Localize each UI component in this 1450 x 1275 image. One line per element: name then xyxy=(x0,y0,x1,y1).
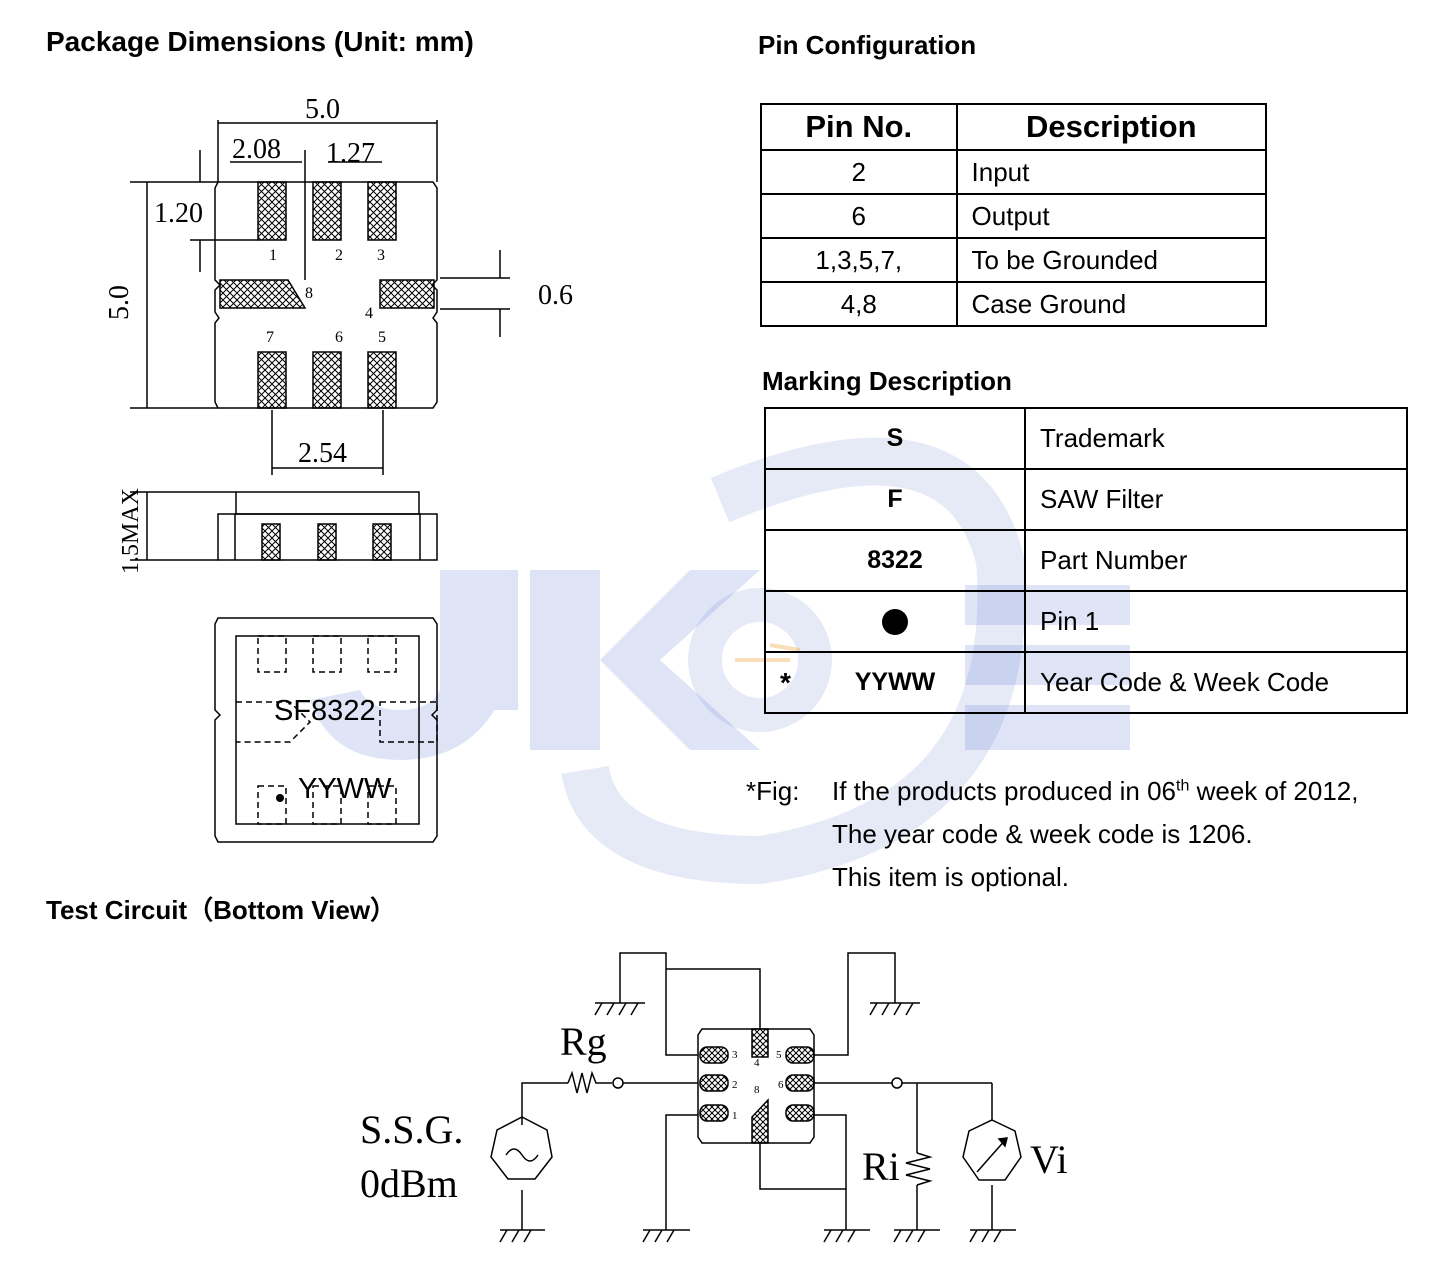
col-description: Description xyxy=(955,103,1268,151)
circuit-pin-1: 1 xyxy=(732,1110,738,1122)
vi-label: Vi xyxy=(1030,1137,1068,1182)
test-circuit-diagram: Rg S.S.G. 0dBm Ri Vi 1 2 3 4 5 6 8 xyxy=(360,952,1068,1243)
circuit-pin-3: 3 xyxy=(732,1049,738,1061)
table-row: 6 Output xyxy=(760,193,1268,239)
col-pin-no: Pin No. xyxy=(760,103,958,151)
marking-desc: Trademark xyxy=(1024,407,1408,470)
dim-width: 5.0 xyxy=(305,94,340,125)
source-label-2: 0dBm xyxy=(360,1161,458,1206)
pin-configuration-heading: Pin Configuration xyxy=(758,30,977,60)
pin-label-3: 3 xyxy=(377,247,385,264)
dim-max-height: 1.5MAX xyxy=(118,488,144,574)
circuit-pin-8: 8 xyxy=(754,1084,760,1096)
pin-no: 2 xyxy=(760,149,958,195)
marking-key: * YYWW xyxy=(764,651,1026,714)
pin-no: 6 xyxy=(760,193,958,239)
table-row: Pin 1 xyxy=(764,590,1408,653)
marking-desc: SAW Filter xyxy=(1024,468,1408,531)
marking-key: 8322 xyxy=(764,529,1026,592)
marking-key: S xyxy=(764,407,1026,470)
marking-key: F xyxy=(764,468,1026,531)
rg-label: Rg xyxy=(560,1019,607,1064)
pin-desc: Case Ground xyxy=(955,281,1268,327)
dim-2-54: 2.54 xyxy=(298,438,347,469)
test-circuit-heading: Test Circuit（Bottom View） xyxy=(46,895,397,925)
dim-height: 5.0 xyxy=(104,285,135,320)
pin-label-7: 7 xyxy=(266,329,274,346)
pin-label-1: 1 xyxy=(269,247,277,264)
ri-label: Ri xyxy=(862,1144,900,1189)
marking-desc: Part Number xyxy=(1024,529,1408,592)
pin-desc: To be Grounded xyxy=(955,237,1268,283)
marking-part: SF8322 xyxy=(274,695,376,727)
pin-configuration-table: Pin No. Description 2 Input 6 Output 1,3… xyxy=(760,103,1268,327)
table-row: * YYWW Year Code & Week Code xyxy=(764,651,1408,714)
source-label-1: S.S.G. xyxy=(360,1107,463,1152)
pin-no: 1,3,5,7, xyxy=(760,237,958,283)
dim-2-08: 2.08 xyxy=(232,134,281,165)
table-row: 2 Input xyxy=(760,149,1268,195)
circuit-pin-5: 5 xyxy=(776,1049,782,1061)
pin-no: 4,8 xyxy=(760,281,958,327)
marking-code: YYWW xyxy=(298,773,392,805)
pin-label-5: 5 xyxy=(378,329,386,346)
circuit-pin-6: 6 xyxy=(778,1079,784,1091)
marking-desc: Year Code & Week Code xyxy=(1024,651,1408,714)
pin-desc: Input xyxy=(955,149,1268,195)
circuit-pin-4: 4 xyxy=(754,1057,760,1069)
pin1-dot-icon xyxy=(882,609,908,636)
marking-desc: Pin 1 xyxy=(1024,590,1408,653)
circuit-pin-2: 2 xyxy=(732,1079,738,1091)
pin-label-4: 4 xyxy=(365,305,373,322)
note-line2: The year code & week code is 1206. xyxy=(832,818,1253,849)
package-dimension-drawing: 5.0 2.08 1.27 1.20 0.6 2.54 5.0 1.5MAX 1… xyxy=(104,94,573,843)
pin-label-6: 6 xyxy=(335,329,343,346)
dim-1-27: 1.27 xyxy=(326,138,375,169)
note-line1: If the products produced in 06th week of… xyxy=(832,775,1359,806)
marking-description-heading: Marking Description xyxy=(762,366,1012,396)
marking-note: *Fig: If the products produced in 06th we… xyxy=(746,764,1436,899)
pin-desc: Output xyxy=(955,193,1268,239)
dim-1-20: 1.20 xyxy=(154,198,203,229)
pin-label-2: 2 xyxy=(335,247,343,264)
table-row: F SAW Filter xyxy=(764,468,1408,531)
table-row: 1,3,5,7, To be Grounded xyxy=(760,237,1268,283)
note-label: *Fig: xyxy=(746,775,800,806)
note-line3: This item is optional. xyxy=(832,861,1069,892)
pin-label-8: 8 xyxy=(305,285,313,302)
package-dimensions-heading: Package Dimensions (Unit: mm) xyxy=(46,26,474,57)
marking-description-table: S Trademark F SAW Filter 8322 Part Numbe… xyxy=(764,407,1408,714)
dim-0-6: 0.6 xyxy=(538,280,573,311)
marking-key-text: YYWW xyxy=(854,668,936,696)
table-row: S Trademark xyxy=(764,407,1408,470)
table-row: 8322 Part Number xyxy=(764,529,1408,592)
asterisk: * xyxy=(780,667,791,698)
marking-key xyxy=(764,590,1026,653)
table-row: 4,8 Case Ground xyxy=(760,281,1268,327)
